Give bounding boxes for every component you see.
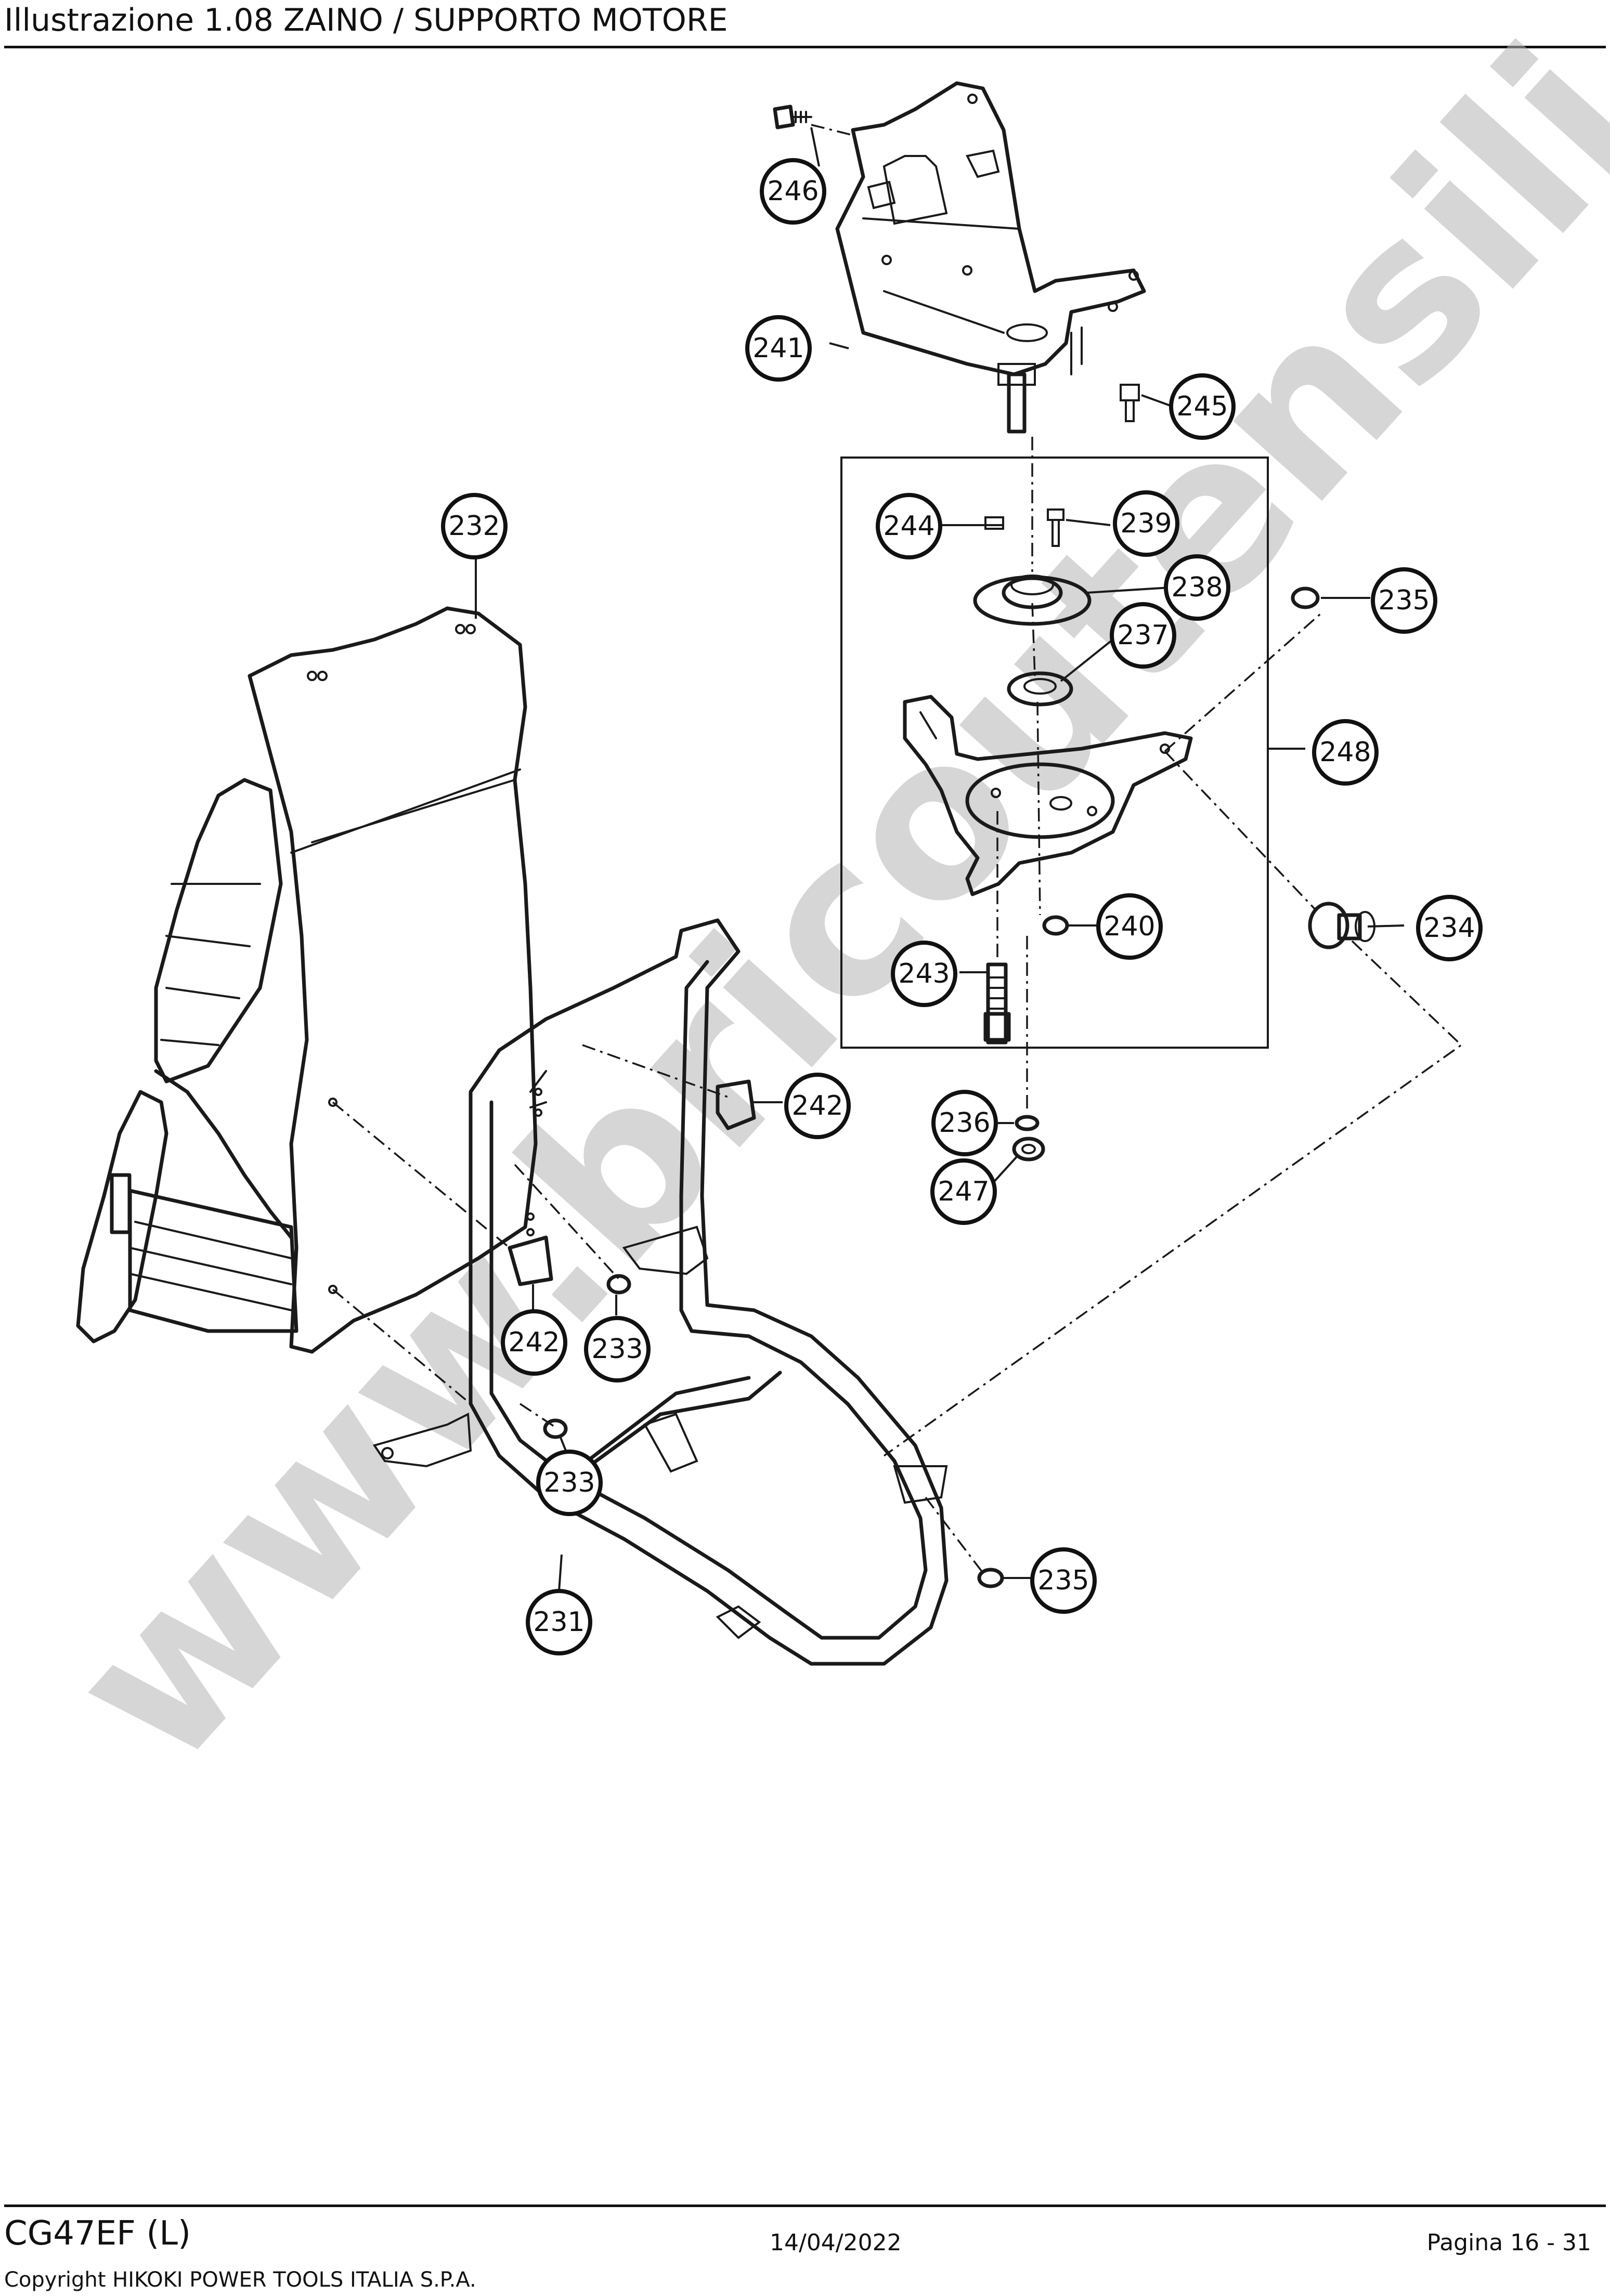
callout-234: 234 (1416, 895, 1483, 961)
callout-233-lower: 233 (536, 1450, 603, 1516)
svg-text:238: 238 (1171, 572, 1223, 603)
header-rule (4, 46, 1606, 48)
backpack-frame (248, 606, 538, 1354)
clip-242-upper (716, 1079, 756, 1130)
svg-text:235: 235 (1378, 585, 1430, 616)
shoulder-strap (76, 778, 298, 1343)
clip-242-lower (508, 1235, 553, 1286)
callout-247: 247 (930, 1158, 997, 1225)
bolt-243 (983, 962, 1011, 1045)
svg-text:246: 246 (767, 176, 819, 207)
model-name: CG47EF (L) (4, 2214, 191, 2253)
page-header: Illustrazione 1.08 ZAINO / SUPPORTO MOTO… (4, 0, 1606, 48)
washer-236 (1015, 1115, 1040, 1131)
callout-237: 237 (1110, 602, 1176, 669)
nut-244 (984, 516, 1004, 530)
screw-245 (1120, 384, 1140, 422)
svg-text:236: 236 (939, 1107, 990, 1139)
callout-233-upper: 233 (584, 1316, 651, 1382)
detail-box (840, 456, 1269, 1049)
callout-236: 236 (931, 1090, 998, 1156)
swivel-plate (903, 695, 1193, 896)
callout-235-top: 235 (1371, 567, 1437, 634)
callout-232: 232 (441, 493, 508, 559)
svg-text:233: 233 (591, 1334, 643, 1365)
callout-244: 244 (876, 493, 942, 559)
callout-242-upper: 242 (784, 1073, 851, 1139)
svg-text:240: 240 (1103, 911, 1155, 942)
svg-text:231: 231 (533, 1607, 585, 1638)
callout-248: 248 (1312, 719, 1379, 786)
callout-235-bottom: 235 (1030, 1547, 1097, 1614)
svg-text:237: 237 (1117, 620, 1168, 651)
svg-text:241: 241 (752, 333, 804, 364)
svg-text:247: 247 (938, 1176, 989, 1207)
callout-246: 246 (760, 158, 826, 225)
nut-235-bottom (977, 1568, 1004, 1588)
engine-mount-bracket (835, 81, 1146, 434)
svg-text:245: 245 (1176, 391, 1228, 422)
bolt-246 (773, 105, 812, 129)
svg-text:232: 232 (448, 511, 500, 542)
svg-text:243: 243 (898, 958, 950, 989)
svg-text:239: 239 (1120, 508, 1172, 539)
copyright-notice: Copyright HIKOKI POWER TOOLS ITALIA S.P.… (4, 2268, 476, 2292)
watermark-text: www.bricoutensili.com (21, 0, 1610, 1813)
document-date: 14/04/2022 (770, 2229, 902, 2256)
screw-239 (1047, 508, 1064, 547)
footer-rule (4, 2204, 1606, 2207)
callout-243: 243 (891, 941, 957, 1007)
page-title: Illustrazione 1.08 ZAINO / SUPPORTO MOTO… (4, 2, 728, 38)
svg-text:242: 242 (791, 1090, 843, 1121)
svg-text:233: 233 (543, 1467, 595, 1498)
callout-238: 238 (1164, 554, 1230, 621)
svg-text:242: 242 (508, 1327, 560, 1358)
nut-235-top (1291, 586, 1320, 609)
bearing-237 (1007, 671, 1073, 707)
callout-239: 239 (1113, 490, 1179, 557)
page-number: Pagina 16 - 31 (1426, 2229, 1591, 2256)
callout-241: 241 (745, 315, 812, 382)
svg-text:235: 235 (1037, 1565, 1089, 1596)
callout-240: 240 (1096, 893, 1163, 960)
svg-text:248: 248 (1319, 737, 1371, 768)
callout-245: 245 (1169, 373, 1236, 440)
screw-233-lower (543, 1418, 568, 1439)
callout-231: 231 (526, 1589, 592, 1655)
callout-242-lower: 242 (501, 1309, 567, 1376)
screw-233-upper (606, 1274, 631, 1295)
svg-text:244: 244 (883, 511, 934, 542)
spacer-247 (1012, 1137, 1045, 1162)
damper-234 (1308, 902, 1375, 949)
nut-240 (1042, 915, 1069, 936)
svg-text:234: 234 (1423, 912, 1475, 944)
